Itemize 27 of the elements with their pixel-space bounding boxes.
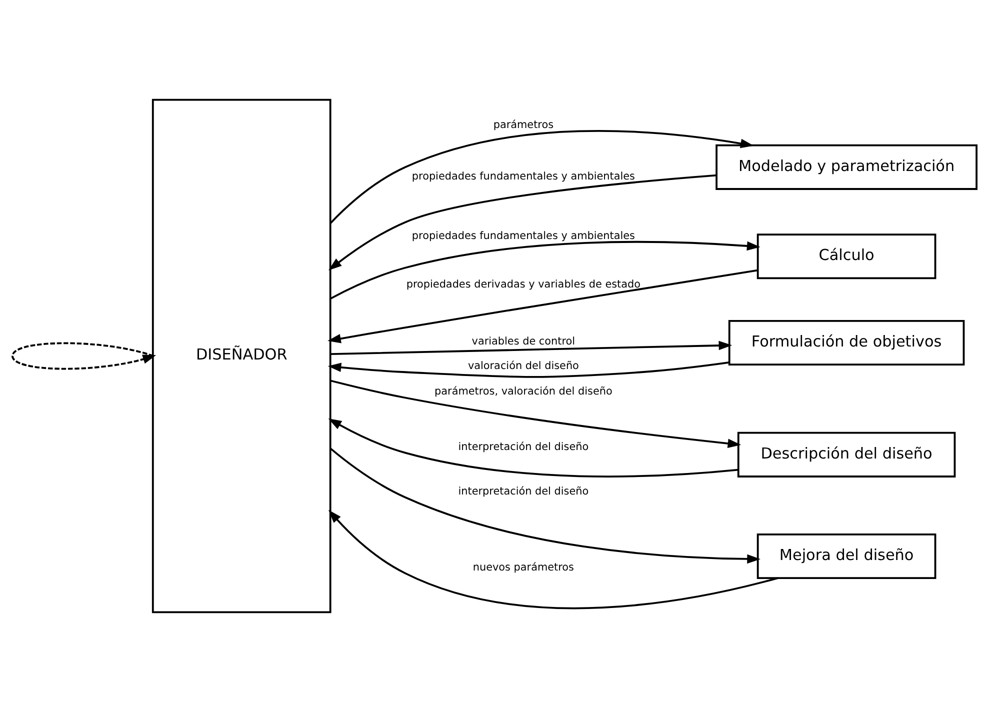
edge-label: propiedades derivadas y variables de estado [406, 278, 641, 290]
edge-label: nuevos parámetros [472, 560, 574, 573]
node-box: DISEÑADOR [152, 98, 332, 613]
arrow [330, 130, 754, 224]
arrow [330, 447, 760, 564]
node-box: Modelado y parametrización [716, 144, 978, 190]
arrow [328, 361, 730, 378]
arrow [330, 240, 760, 299]
arrow [328, 268, 758, 343]
arrow [328, 174, 717, 270]
edge-label: propiedades fundamentales y ambientales [412, 170, 635, 182]
arrow [330, 340, 732, 355]
edge-label: valoración del diseño [468, 360, 579, 372]
arrow [328, 509, 778, 609]
arrow [330, 379, 742, 448]
edge-label: variables de control [472, 334, 576, 347]
arrow [328, 418, 738, 477]
node-box: Cálculo [756, 233, 936, 279]
edge-label: parámetros [493, 118, 554, 131]
node-box: Mejora del diseño [756, 532, 936, 578]
edge-label: propiedades fundamentales y ambientales [412, 230, 635, 242]
edge-label: interpretación del diseño [458, 484, 589, 497]
node-box: Descripción del diseño [737, 431, 956, 477]
arrow [12, 342, 156, 370]
edge-label: interpretación del diseño [458, 440, 589, 452]
edge-label: parámetros, valoración del diseño [434, 385, 612, 398]
node-box: Formulación de objetivos [728, 319, 965, 365]
